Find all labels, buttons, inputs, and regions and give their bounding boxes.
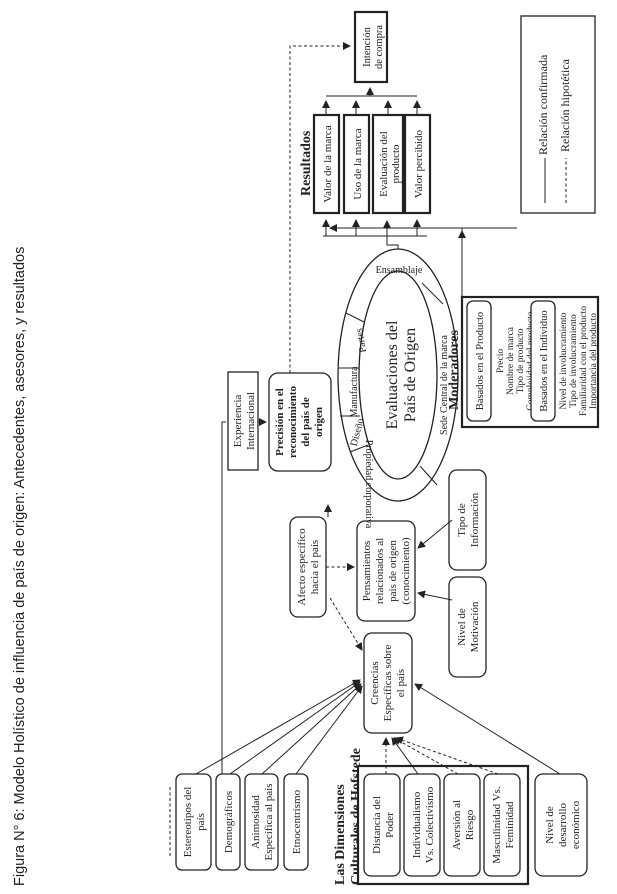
- ring-segment-label: Propiedad corporativa: [363, 440, 374, 529]
- affect-line-2: hacia el país: [309, 540, 321, 594]
- outcome-product-evaluation: [371, 113, 405, 215]
- outcome-brand-value: [312, 113, 341, 215]
- precision-box: [268, 372, 332, 472]
- economic-line-3: económico: [570, 800, 582, 849]
- motivation-line-1: Nivel de: [456, 608, 468, 646]
- hofstede-item-label: Distancia del: [371, 796, 383, 854]
- precision-line-4: origen: [313, 407, 325, 437]
- ring-segment-label: Partes: [354, 327, 369, 353]
- outcome-label: producto: [390, 144, 402, 184]
- ring-segment-label: Manufactura: [349, 366, 360, 418]
- individual-item: Tipo de involucramiento: [569, 314, 579, 408]
- product-based-box: [466, 300, 492, 422]
- economic-line-2: desarrollo: [557, 803, 569, 847]
- purchase-intention-line-2: de compra: [374, 25, 385, 69]
- precision-line-3: del país de: [300, 397, 312, 447]
- individual-item: Importancia del producto: [589, 313, 599, 409]
- experience-line-2: Internacional: [245, 392, 257, 450]
- evaluations-ellipse: Evaluaciones del País de Origen Propieda…: [337, 248, 459, 529]
- beliefs-box: [363, 632, 413, 734]
- demographics-box: [215, 773, 241, 871]
- stereotypes-box: [175, 773, 212, 871]
- stereotypes-line-1: Estereotipos del: [182, 787, 194, 858]
- ethnocentrism-label: Etnocentrismo: [291, 789, 303, 854]
- outcome-label: Evaluación del: [378, 131, 390, 197]
- evaluations-title-line-2: País de Origen: [402, 328, 419, 422]
- outcome-brand-use: [342, 113, 371, 215]
- info-type-line-2: Información: [469, 492, 481, 547]
- experience-line-1: Experiencia: [232, 395, 244, 448]
- outcomes-title: Resultados: [299, 130, 314, 196]
- antecedents-group: Estereotipos del país Demográficos Animo…: [169, 773, 309, 871]
- beliefs-line-2: Específicas sobre: [382, 645, 394, 722]
- thoughts-line-4: (conocimiento): [400, 537, 412, 605]
- motivation-box: [448, 576, 487, 678]
- figure-caption: Figura N° 6: Modelo Holístico de influen…: [12, 247, 28, 886]
- product-item: Tipo de producto: [516, 328, 526, 393]
- motivation-line-2: Motivación: [469, 601, 481, 652]
- experience-box: [227, 371, 259, 471]
- outcome-label: Uso de la marca: [352, 128, 364, 199]
- purchase-intention-line-1: Intención: [362, 26, 373, 66]
- hofstede-item-risk-aversion: [443, 773, 481, 877]
- connectors: [195, 42, 561, 775]
- outcome-label: Valor percibido: [413, 129, 425, 198]
- legend-box: [520, 15, 596, 214]
- individual-based-header: Basados en el Individuo: [539, 310, 550, 411]
- moderators-group: Moderadores Basados en el Producto Preci…: [447, 295, 600, 429]
- precision-line-2: reconocimiento: [287, 386, 299, 458]
- info-type-box: [448, 469, 487, 571]
- hofstede-item-label: Poder: [384, 812, 396, 838]
- affect-line-1: Afecto específico: [296, 528, 308, 606]
- product-based-header: Basados en el Producto: [475, 312, 486, 410]
- product-item: Precio: [496, 349, 506, 374]
- thoughts-line-1: Pensamientos: [361, 541, 373, 602]
- hofstede-item-label: Feminidad: [504, 801, 516, 849]
- evaluations-title-line-1: Evaluaciones del: [384, 320, 401, 429]
- legend-confirmed-label: Relación confirmada: [536, 54, 550, 155]
- ring-segment-label: Sede Central de la marca: [439, 334, 450, 435]
- animosity-line-1: Animosidad: [250, 795, 262, 849]
- legend: Relación confirmada Relación hipotética: [520, 15, 596, 214]
- legend-hypothetical-label: Relación hipotética: [558, 58, 572, 152]
- economic-line-1: Nivel de: [544, 806, 556, 844]
- animosity-line-2: Específica al país: [263, 784, 275, 861]
- hofstede-item-label: Masculinidad Vs.: [491, 786, 503, 864]
- evaluations-inner-ring: [358, 270, 438, 480]
- ring-segment-label: Ensamblaje: [376, 265, 423, 276]
- hofstede-item-individualism: [403, 773, 441, 877]
- outcomes-group: Resultados Valor de la marca Uso de la m…: [299, 113, 432, 215]
- individual-item: Familiaridad con el producto: [579, 306, 589, 416]
- hofstede-item-label: Individualismo: [411, 791, 423, 858]
- stereotypes-line-2: país: [195, 813, 207, 831]
- moderators-title: Moderadores: [447, 330, 462, 410]
- thoughts-box: [356, 520, 416, 622]
- economic-development-box: [534, 773, 588, 877]
- hofstede-item-label: Aversión al: [451, 800, 463, 850]
- outcome-label: Valor de la marca: [322, 125, 334, 202]
- outcome-perceived-value: [403, 113, 432, 215]
- hofstede-group: Las Dimensiones Culturales de Hofstede D…: [333, 748, 530, 886]
- individual-based-box: [530, 300, 556, 422]
- precision-line-1: Precisión en el: [274, 388, 286, 456]
- hofstede-item-label: Vs. Colectivismo: [424, 786, 436, 863]
- beliefs-line-1: Creencias: [369, 661, 381, 704]
- hofstede-item-label: Riesgo: [464, 809, 476, 840]
- info-type-line-1: Tipo de: [456, 503, 468, 537]
- hofstede-title-line-1: Las Dimensiones: [333, 784, 348, 885]
- demographics-label: Demográficos: [223, 791, 235, 853]
- hofstede-item-power-distance: [363, 773, 401, 877]
- beliefs-line-3: el país: [395, 669, 407, 697]
- thoughts-line-2: relacionados al: [374, 538, 386, 604]
- individual-item: Nivel de involucramiento: [559, 312, 569, 409]
- product-item: Nombre de marca: [506, 326, 516, 395]
- purchase-intention-box: [353, 10, 389, 84]
- hofstede-item-masculinity: [483, 773, 521, 877]
- animosity-box: [244, 773, 279, 871]
- thoughts-line-3: país de origen: [387, 540, 399, 602]
